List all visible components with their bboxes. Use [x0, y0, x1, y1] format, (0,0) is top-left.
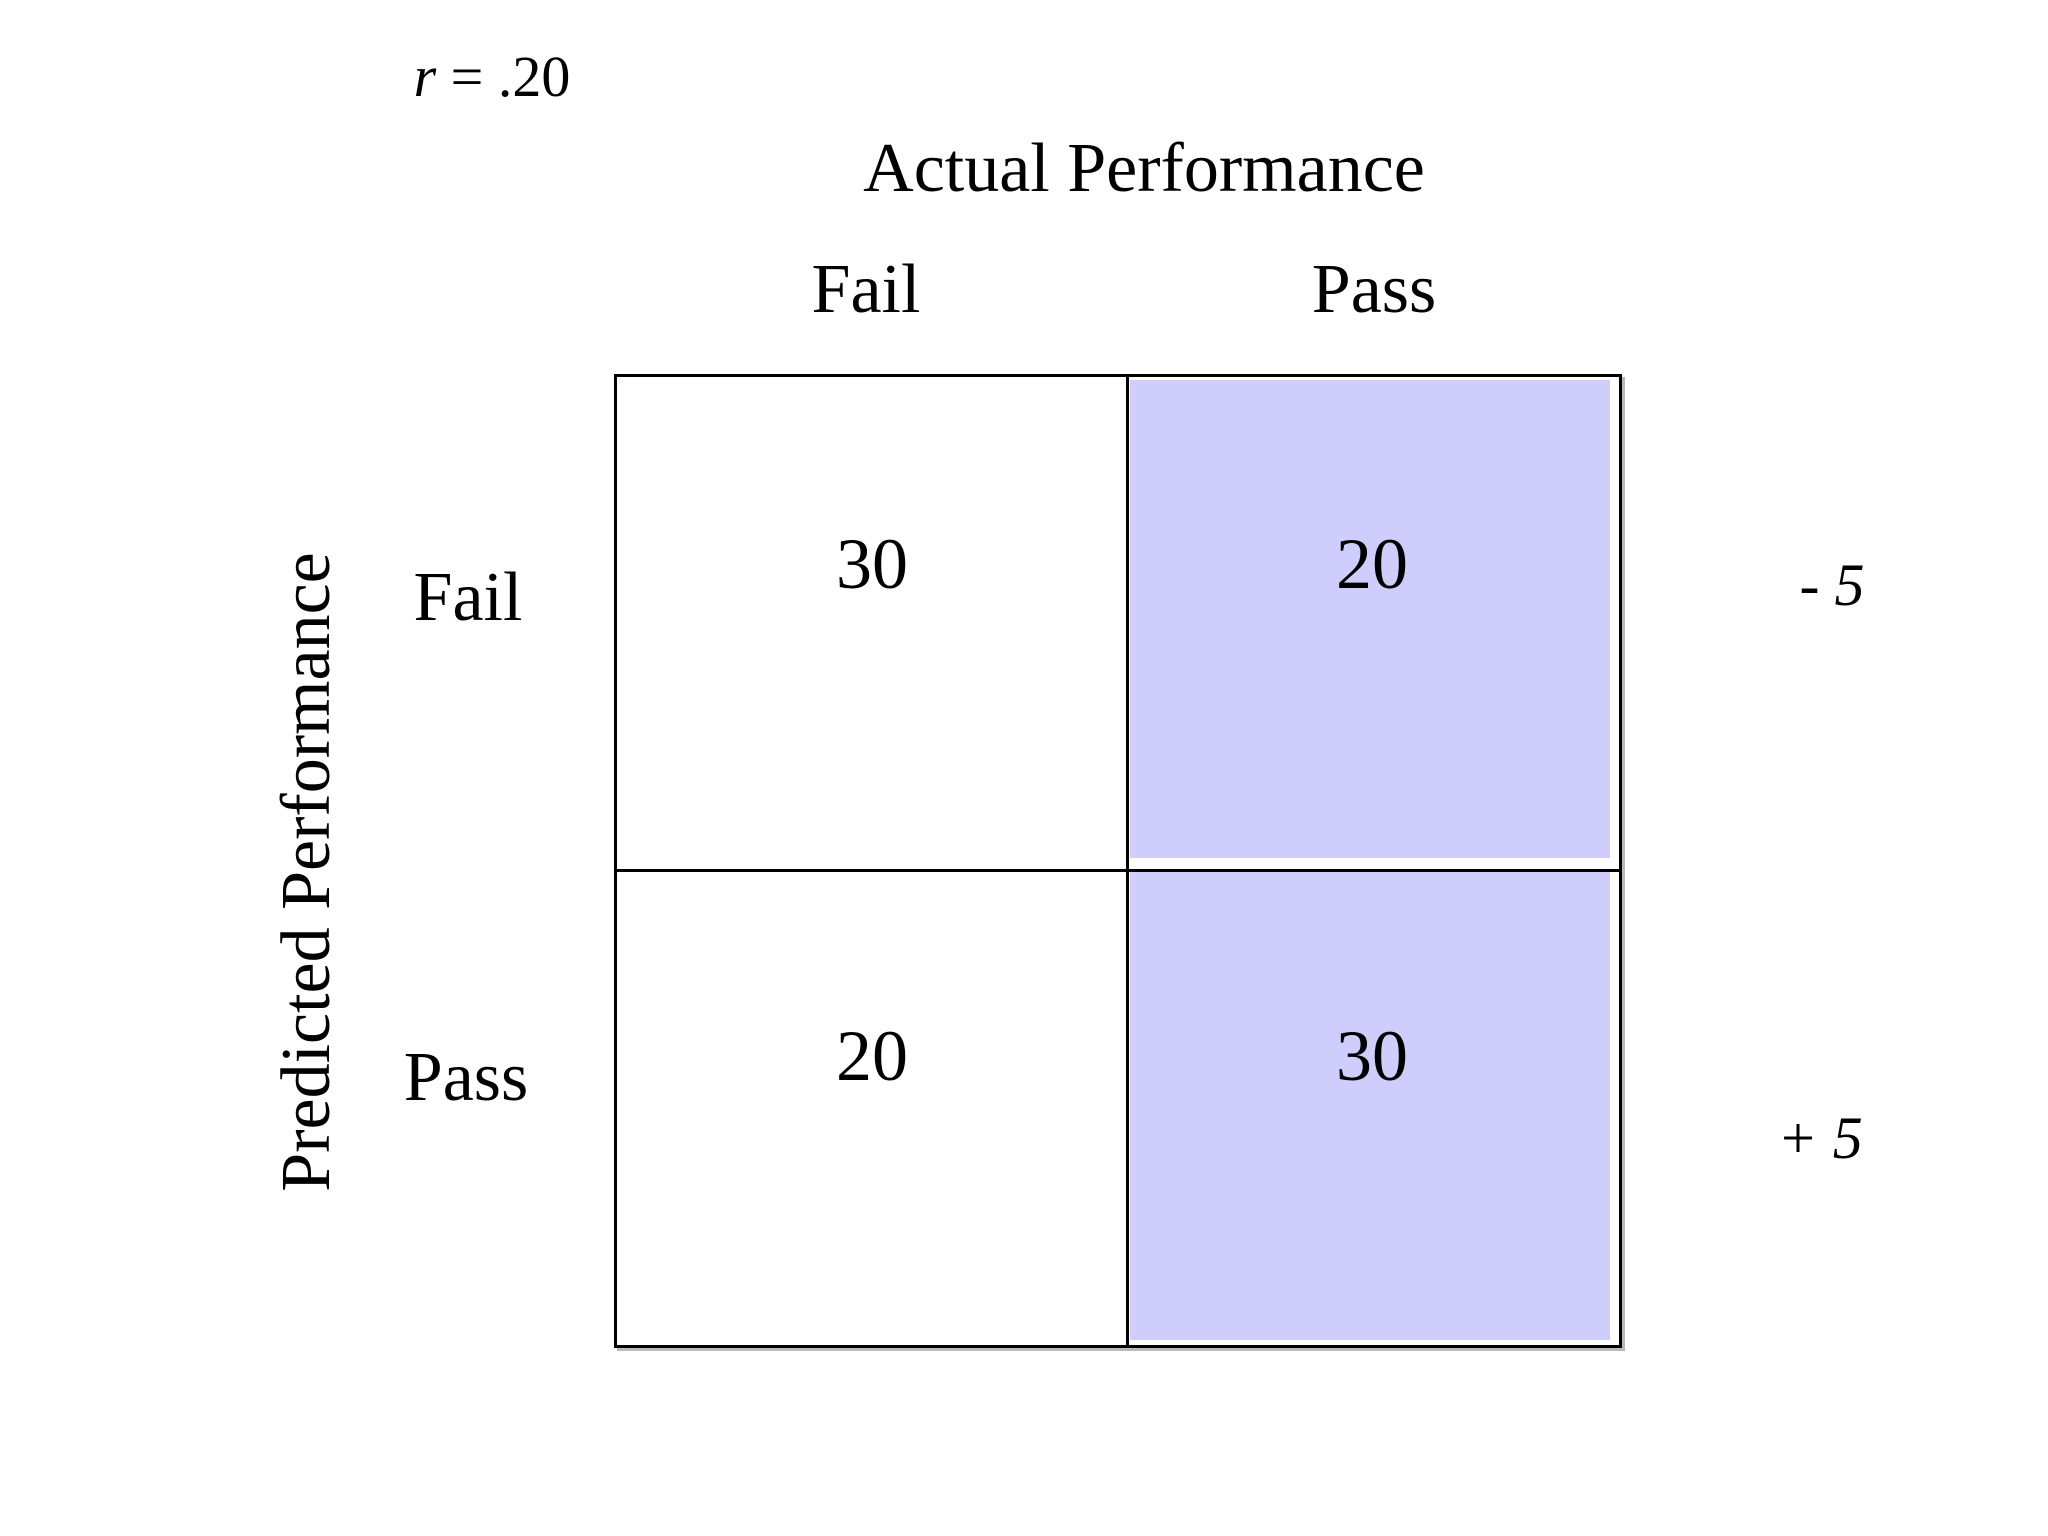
cell-predpass-actpass-value: 30 [1336, 1016, 1408, 1096]
highlight-actual-pass-bottom-cell [1130, 872, 1610, 1340]
column-divider-line [1126, 377, 1129, 1345]
column-axis-title: Actual Performance [863, 130, 1425, 207]
column-label-fail: Fail [811, 251, 921, 328]
correlation-label: r = .20 [414, 48, 571, 106]
row-axis-title: Predicted Performance [268, 552, 345, 1192]
correlation-variable: r [413, 44, 437, 109]
cell-predfail-actpass-value: 20 [1336, 524, 1408, 604]
contingency-table: 30 20 20 30 [614, 374, 1622, 1348]
annotation-minus-five: - 5 [1799, 552, 1865, 618]
row-divider-line [617, 869, 1619, 872]
row-label-fail: Fail [413, 559, 523, 636]
annotation-plus-five: + 5 [1777, 1105, 1863, 1171]
row-label-pass: Pass [403, 1039, 529, 1116]
column-label-pass: Pass [1311, 251, 1437, 328]
correlation-value: = .20 [436, 44, 571, 109]
cell-predpass-actfail-value: 20 [836, 1016, 908, 1096]
highlight-actual-pass-top-cell [1130, 380, 1610, 858]
cell-predfail-actfail-value: 30 [836, 524, 908, 604]
